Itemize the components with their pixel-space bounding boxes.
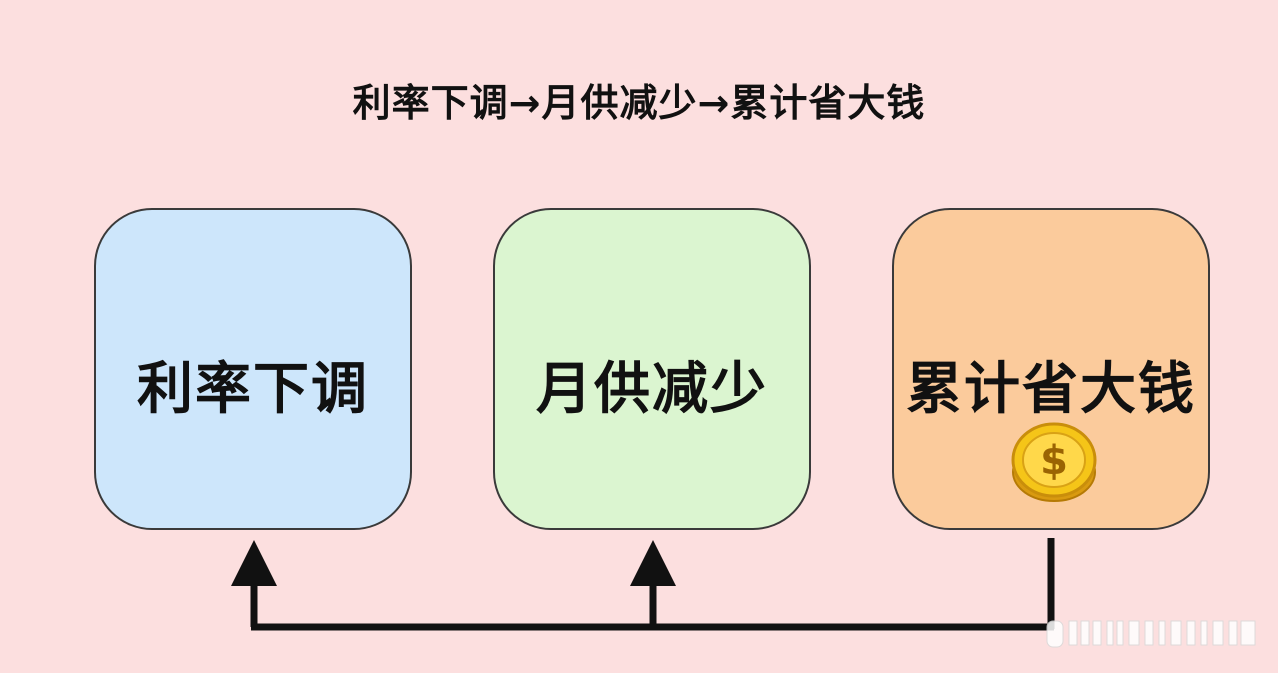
step-box-big-savings: 累计省大钱 $ bbox=[892, 208, 1210, 530]
coin-symbol: $ bbox=[1040, 438, 1068, 484]
step-box-payment-reduced: 月供减少 bbox=[493, 208, 811, 530]
arrowhead-2-icon bbox=[630, 540, 676, 586]
diagram-title: 利率下调→月供减少→累计省大钱 bbox=[352, 81, 926, 125]
step-label-big-savings: 累计省大钱 bbox=[906, 357, 1196, 422]
coin-icon: $ bbox=[1011, 422, 1097, 502]
watermark-icon bbox=[1046, 620, 1256, 648]
step-label-rate-cut: 利率下调 bbox=[137, 357, 369, 422]
step-box-rate-cut: 利率下调 bbox=[94, 208, 412, 530]
arrowhead-1-icon bbox=[231, 540, 277, 586]
step-label-payment-reduced: 月供减少 bbox=[536, 357, 768, 422]
